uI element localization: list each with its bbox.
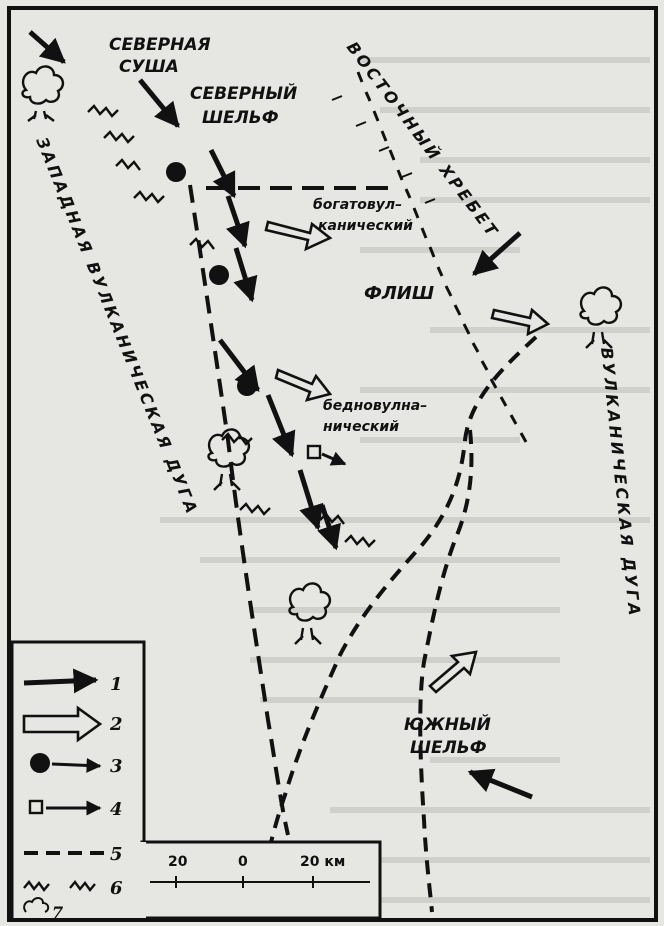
label-rich-volcanic: богатовул– канический bbox=[313, 197, 413, 234]
volcano-icon bbox=[21, 65, 623, 645]
svg-text:20 км: 20 км bbox=[300, 854, 345, 870]
legend-item-4: 4 bbox=[28, 799, 123, 820]
svg-text:СЕВЕРНАЯ: СЕВЕРНАЯ bbox=[109, 35, 211, 55]
svg-text:6: 6 bbox=[110, 878, 123, 899]
svg-text:5: 5 bbox=[110, 844, 123, 865]
label-north-shelf: СЕВЕРНЫЙ ШЕЛЬФ bbox=[190, 82, 297, 128]
svg-text:ничеcкий: ничеcкий bbox=[323, 419, 399, 435]
square-arrow bbox=[321, 451, 347, 466]
svg-text:2: 2 bbox=[109, 714, 123, 735]
svg-text:0: 0 bbox=[238, 854, 248, 870]
basin-boundary-inner bbox=[418, 429, 474, 913]
scale-bar: 20 0 20 км bbox=[150, 854, 370, 888]
svg-text:ЮЖНЫЙ: ЮЖНЫЙ bbox=[404, 713, 491, 735]
svg-text:1: 1 bbox=[110, 674, 123, 695]
legend-item-3: 3 bbox=[30, 753, 123, 777]
svg-text:ШЕЛЬФ: ШЕЛЬФ bbox=[410, 738, 487, 758]
label-poor-volcanic: бедновулна– ничеcкий bbox=[323, 398, 427, 435]
legend: 1 2 3 4 5 6 7 bbox=[10, 640, 382, 922]
legend-item-6: 6 bbox=[23, 878, 123, 899]
legend-item-2: 2 bbox=[22, 705, 123, 743]
svg-text:СЕВЕРНЫЙ: СЕВЕРНЫЙ bbox=[190, 82, 297, 104]
svg-text:ШЕЛЬФ: ШЕЛЬФ bbox=[202, 108, 279, 128]
legend-item-5: 5 bbox=[24, 844, 123, 865]
basin-boundary-east bbox=[258, 335, 538, 891]
open-arrow bbox=[264, 220, 551, 694]
volcanic-center-dot bbox=[166, 162, 257, 396]
eastern-ridge-line bbox=[356, 71, 528, 443]
square-marker bbox=[306, 444, 322, 460]
label-flysch: ФЛИШ bbox=[364, 283, 434, 304]
svg-text:канический: канический bbox=[318, 218, 413, 234]
transport-arrow bbox=[28, 30, 533, 800]
svg-text:7: 7 bbox=[52, 903, 63, 922]
label-south-shelf: ЮЖНЫЙ ШЕЛЬФ bbox=[404, 713, 491, 758]
legend-item-7: 7 bbox=[23, 897, 63, 922]
svg-text:богатовул–: богатовул– bbox=[313, 197, 402, 213]
frame bbox=[7, 6, 658, 922]
eastern-ridge-ticks bbox=[331, 95, 436, 204]
legend-item-1: 1 bbox=[23, 668, 123, 695]
svg-text:СУША: СУША bbox=[119, 57, 179, 77]
label-north-land: СЕВЕРНАЯ СУША bbox=[109, 35, 211, 77]
volcanic-arc-zigzag bbox=[87, 104, 376, 548]
svg-text:20: 20 bbox=[168, 854, 188, 870]
svg-text:3: 3 bbox=[110, 756, 123, 777]
svg-text:бедновулна–: бедновулна– bbox=[323, 398, 427, 414]
svg-text:4: 4 bbox=[110, 799, 123, 820]
